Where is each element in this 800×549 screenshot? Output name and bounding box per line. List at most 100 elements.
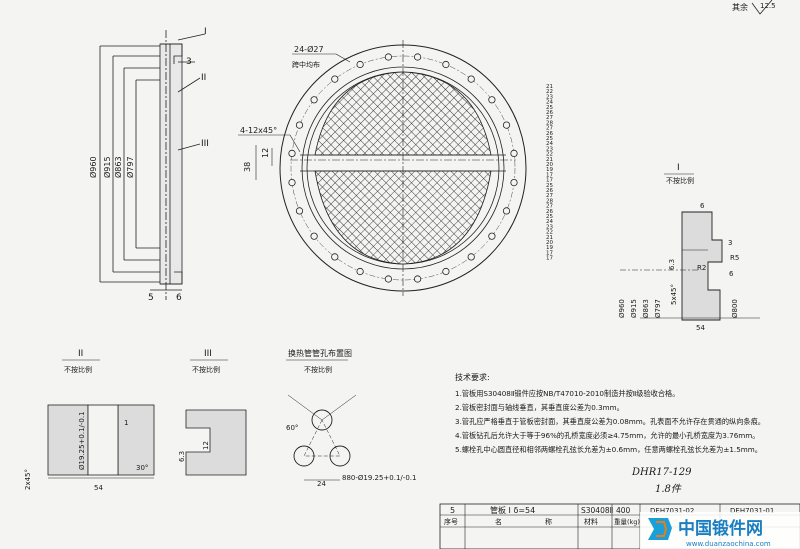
bolt-hole xyxy=(502,121,511,129)
tb-head-material: 材料 xyxy=(584,517,598,526)
tube-row-number: 27 xyxy=(546,193,553,199)
tube-row-number: 25 xyxy=(546,105,553,111)
tube-row-number: 17 xyxy=(546,250,553,256)
tube-row-number: 25 xyxy=(546,136,553,142)
tube-row-number: 22 xyxy=(546,230,553,236)
detail-I-dim-63: 6.3 xyxy=(668,259,676,270)
tube-row-number: 17 xyxy=(546,178,553,184)
bolt-hole xyxy=(288,149,296,157)
tube-row-number: 27 xyxy=(546,115,553,121)
tube-row-number: 26 xyxy=(546,209,553,215)
watermark-url: www.duanzaochina.com xyxy=(686,540,771,548)
tech-req-item-2: 2.管板密封面与轴线垂直，其垂直度公差为0.3mm。 xyxy=(455,403,624,412)
bolt-hole xyxy=(413,53,422,61)
tech-req-item-4: 4.管板钻孔后允许大于等于96%的孔桥宽度必须≥4.75mm，允许的最小孔桥宽度… xyxy=(455,431,760,440)
detail-III-scale: 不按比例 xyxy=(192,365,220,374)
dim-5: 5 xyxy=(148,293,154,303)
dim-12: 12 xyxy=(261,148,270,158)
detail-I-dia-863: Ø863 xyxy=(642,299,650,318)
label-detail-II: II xyxy=(201,73,206,83)
dim-6: 6 xyxy=(176,293,182,303)
tube-hole-layout: 换热管管孔布置图 不按比例 60° 24 880-Ø19.25+0.1/-0.1 xyxy=(286,348,416,488)
slot-callout: 4-12x45° xyxy=(240,126,277,135)
dia-915: Ø915 xyxy=(102,156,112,178)
detail-II-dim-1: 1 xyxy=(124,419,128,427)
bolt-hole xyxy=(510,149,518,157)
side-view-labels: I 3 II III 5 6 xyxy=(148,27,209,303)
dim-38: 38 xyxy=(243,162,252,172)
tube-row-number: 19 xyxy=(546,167,553,173)
dia-797: Ø797 xyxy=(125,156,135,178)
tube-row-number: 27 xyxy=(546,126,553,132)
tube-row-number: 23 xyxy=(546,94,553,100)
tb-head-name-1: 名 xyxy=(495,517,502,526)
bolt-hole xyxy=(442,60,450,69)
detail-I-dim-r5: R5 xyxy=(730,254,739,262)
detail-I: I 不按比例 xyxy=(620,163,760,321)
detail-II-scale: 不按比例 xyxy=(64,365,92,374)
hole-layout-pitch: 24 xyxy=(317,480,326,488)
bolt-hole xyxy=(413,275,422,283)
handwritten-notes: DHR17-129 1.8件 xyxy=(631,467,692,495)
tube-row-number: 28 xyxy=(546,120,553,126)
detail-I-dia-797: Ø797 xyxy=(654,299,662,318)
detail-II-chamfer: 2x45° xyxy=(24,469,32,490)
roughness-label: 其余 xyxy=(732,2,748,12)
dia-863: Ø863 xyxy=(113,156,123,178)
bolt-hole xyxy=(356,60,364,69)
bolt-hole xyxy=(310,96,318,104)
tube-row-number: 20 xyxy=(546,240,553,246)
hole-layout-count: 880-Ø19.25+0.1/-0.1 xyxy=(342,474,416,482)
detail-I-dim-r2: R2 xyxy=(697,264,706,272)
tube-row-number: 23 xyxy=(546,224,553,230)
detail-I-dims: 6 3 R5 R2 6 6.3 5x45° 54 Ø800 Ø960 Ø915 … xyxy=(618,202,739,332)
hole-layout-title: 换热管管孔布置图 xyxy=(288,348,352,358)
tube-row-number: 21 xyxy=(546,157,553,163)
tube-row-numbers: 2122232425262728272625242322212019171725… xyxy=(546,84,553,262)
tube-row-number: 24 xyxy=(546,141,553,147)
detail-II-bore: Ø19.25+0.1/-0.1 xyxy=(78,411,86,470)
tube-field-lower xyxy=(314,170,492,265)
tb-head-name-2: 称 xyxy=(545,517,552,526)
tb-head-no: 序号 xyxy=(444,517,458,526)
tube-row-number: 28 xyxy=(546,198,553,204)
tube-row-number: 26 xyxy=(546,110,553,116)
watermark-logo-icon xyxy=(648,518,672,540)
bolt-hole xyxy=(295,207,304,215)
detail-III: III 不按比例 6.3 12 xyxy=(178,349,247,476)
bolt-hole xyxy=(288,179,296,187)
bolt-hole-callout: 24-Ø27 xyxy=(294,44,324,54)
tech-req-item-3: 3.管孔应严格垂直于管板密封面，其垂直度公差为0.08mm。孔表面不允许存在贯通… xyxy=(455,417,765,426)
detail-III-title: III xyxy=(204,349,212,359)
detail-I-dim-6: 6 xyxy=(700,202,705,210)
detail-II-dim-54: 54 xyxy=(94,484,103,492)
tubesheet-callouts: 24-Ø27 跨中均布 4-12x45° 12 38 xyxy=(238,44,351,180)
tb-ref-1: DEH7031-02 xyxy=(650,507,694,515)
label-detail-III: III xyxy=(201,139,209,149)
tube-row-number: 21 xyxy=(546,235,553,241)
surface-roughness-note: 其余 12.5 xyxy=(732,0,776,15)
label-item-3: 3 xyxy=(186,57,192,67)
detail-I-dim-800: Ø800 xyxy=(731,299,739,318)
dia-960: Ø960 xyxy=(88,156,98,178)
tube-row-number: 22 xyxy=(546,89,553,95)
detail-II: II 不按比例 Ø19.25+0.1/-0.1 1 30° 2x45° 54 xyxy=(24,349,155,492)
handwriting-drawing-number: DHR17-129 xyxy=(631,467,692,478)
tech-req-item-5: 5.螺栓孔中心圆直径和相邻两螺栓孔弦长允差为±0.6mm，任意两螺栓孔弦长允差为… xyxy=(455,445,762,454)
bolt-hole xyxy=(442,267,450,276)
tube-row-number: 20 xyxy=(546,162,553,168)
detail-I-dim-6b: 6 xyxy=(729,270,734,278)
bolt-hole xyxy=(356,267,364,276)
detail-II-title: II xyxy=(78,349,83,359)
side-section-view xyxy=(99,30,206,300)
tech-req-item-1: 1.管板用S30408Ⅱ锻件应按NB/T47010-2010制造并按Ⅱ级验收合格… xyxy=(455,389,679,398)
hole-layout-angle: 60° xyxy=(286,424,298,432)
tb-item-no: 5 xyxy=(450,506,455,515)
watermark-logo: 中国锻件网 www.duanzaochina.com xyxy=(640,512,800,549)
roughness-value: 12.5 xyxy=(760,2,776,10)
tb-head-weight: 重量(kg) xyxy=(614,518,640,526)
detail-I-scale: 不按比例 xyxy=(666,176,694,185)
detail-I-dim-54: 54 xyxy=(696,324,705,332)
detail-II-angle: 30° xyxy=(136,464,148,472)
